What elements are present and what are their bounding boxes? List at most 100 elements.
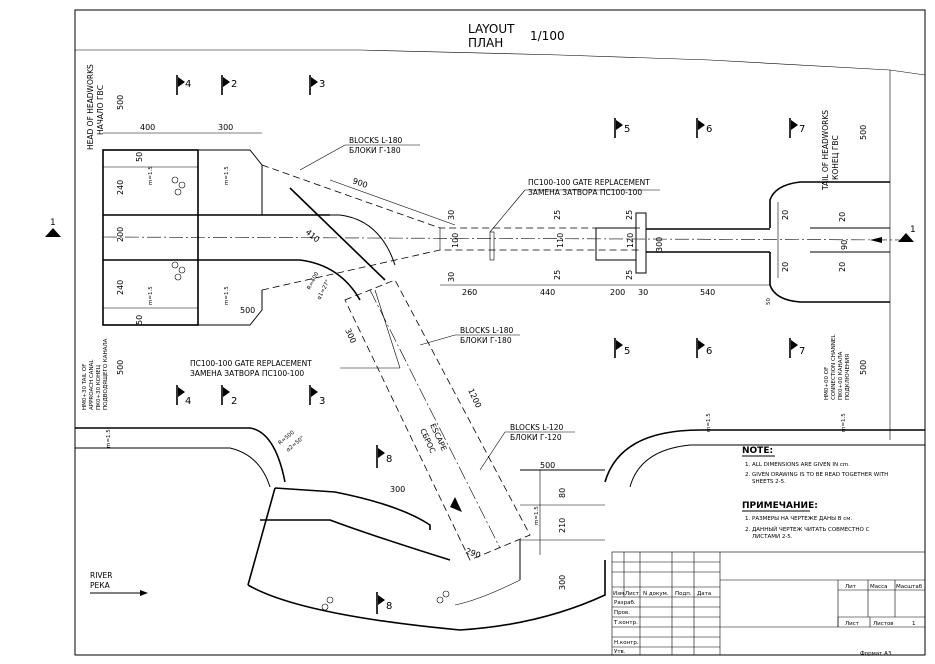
primechanie-title: ПРИМЕЧАНИЕ: bbox=[742, 501, 818, 511]
tb-listov: Листов bbox=[873, 621, 894, 627]
gate-label-ru-top: ЗАМЕНА ЗАТВОРА ПС100-100 bbox=[528, 188, 642, 197]
tb-listov-value: 1 bbox=[912, 621, 916, 627]
marker-7-bottom: 7 bbox=[799, 346, 805, 357]
left-label-ru2: ПОДВОДЯЩЕГО КАНАЛА bbox=[103, 338, 109, 410]
dim-25-d: 25 bbox=[625, 270, 634, 280]
dim-500-right-bottom: 500 bbox=[859, 360, 868, 375]
section-1-right-arrow bbox=[898, 233, 914, 242]
dim-200-chain: 200 bbox=[610, 288, 625, 297]
tail-label-en: TAIL OF HEADWORKS bbox=[821, 110, 830, 191]
gate-frame bbox=[635, 212, 647, 274]
dim-50-chain: 50 bbox=[766, 298, 772, 305]
dim-400: 400 bbox=[140, 123, 155, 132]
riprap-symbols bbox=[171, 176, 450, 611]
right-label-en1: HM0+00 OF bbox=[824, 367, 830, 400]
marker-3-bottom: 3 bbox=[319, 396, 325, 407]
dim-20-d: 20 bbox=[838, 262, 847, 272]
escape-channel-blocks-120 bbox=[344, 279, 531, 561]
gate-label-ru-bottom: ЗАМЕНА ЗАТВОРА ПС100-100 bbox=[190, 369, 304, 378]
slope-label-2: m=1.5 bbox=[224, 166, 230, 185]
title-ru: ПЛАН bbox=[468, 36, 503, 50]
marker-6-top: 6 bbox=[706, 124, 712, 135]
dim-80: 80 bbox=[558, 488, 567, 498]
dim-540: 540 bbox=[700, 288, 715, 297]
tb-izm: Изм. bbox=[613, 591, 626, 597]
marker-2-bottom: 2 bbox=[231, 396, 237, 407]
gate-label-en-top: ПС100-100 GATE REPLACEMENT bbox=[528, 178, 650, 187]
dim-500-left-top: 500 bbox=[116, 95, 125, 110]
section-1-left-arrow bbox=[45, 228, 61, 237]
dim-240-upper: 240 bbox=[116, 180, 125, 195]
dim-500-right-top: 500 bbox=[859, 125, 868, 140]
main-axis-centerline bbox=[102, 236, 901, 241]
slope-label-basin: m=1.5 bbox=[534, 506, 540, 525]
title-block-grid bbox=[611, 551, 926, 656]
dim-300-gate: 300 bbox=[655, 237, 664, 252]
note-1: 1. ALL DIMENSIONS ARE GIVEN IN cm. bbox=[745, 462, 850, 468]
right-label-en2: CONNECTION CHANNEL bbox=[831, 334, 837, 400]
marker-2-top: 2 bbox=[231, 79, 237, 90]
tb-prov: Пров. bbox=[614, 610, 630, 616]
section-1-left-label: 1 bbox=[50, 218, 56, 228]
title-scale: 1/100 bbox=[530, 29, 565, 43]
slope-label-1: m=1.5 bbox=[148, 166, 154, 185]
dim-210: 210 bbox=[558, 518, 567, 533]
dim-30-a: 30 bbox=[447, 210, 456, 220]
dim-1200: 1200 bbox=[466, 387, 483, 409]
head-label-ru: НАЧАЛО ГВС bbox=[96, 85, 105, 135]
lower-wing-wall bbox=[198, 290, 263, 326]
sheet-frame bbox=[74, 9, 926, 656]
note-2b: SHEETS 2-5. bbox=[752, 479, 786, 485]
marker-3-top: 3 bbox=[319, 79, 325, 90]
blocks-120-label-ru: БЛОКИ Г-120 bbox=[510, 433, 562, 442]
tb-podp: Подп. bbox=[675, 591, 692, 597]
tb-list: Лист bbox=[625, 591, 640, 597]
tb-tkontr: Т.контр. bbox=[613, 620, 638, 626]
blocks-120-label-en: BLOCKS L-120 bbox=[510, 423, 564, 432]
dim-50-bottom: 50 bbox=[135, 315, 144, 325]
tb-data: Дата bbox=[697, 591, 711, 597]
lower-curved-wall bbox=[299, 259, 361, 301]
dim-410: 410 bbox=[304, 228, 321, 245]
dim-110: 110 bbox=[556, 233, 565, 248]
river-label-ru: РЕКА bbox=[90, 581, 111, 590]
left-bank-lower bbox=[75, 447, 271, 488]
stilling-basin-upper bbox=[274, 487, 431, 530]
dim-440: 440 bbox=[540, 288, 555, 297]
prim-2b: ЛИСТАМИ 2-5. bbox=[752, 534, 793, 540]
dim-300-escape: 300 bbox=[343, 327, 358, 345]
blocks-180-label-ru-top: БЛОКИ Г-180 bbox=[349, 146, 401, 155]
dim-300-lower: 300 bbox=[390, 485, 405, 494]
marker-6-bottom: 6 bbox=[706, 346, 712, 357]
dim-line-900 bbox=[329, 179, 456, 226]
upper-curved-wall bbox=[262, 214, 396, 266]
marker-4-top: 4 bbox=[185, 79, 191, 90]
angle-27: α1=27° bbox=[316, 279, 331, 301]
marker-8-bottom: 8 bbox=[386, 601, 392, 612]
dim-900: 900 bbox=[351, 176, 368, 189]
left-bank-upper bbox=[75, 427, 286, 483]
right-bank-upper bbox=[604, 429, 925, 483]
tb-utv: Утв. bbox=[614, 649, 626, 655]
dim-20-c: 20 bbox=[781, 262, 790, 272]
prim-1: 1. РАЗМЕРЫ НА ЧЕРТЕЖЕ ДАНЫ В см. bbox=[745, 516, 852, 522]
dim-260: 260 bbox=[462, 288, 477, 297]
stilling-basin-mid bbox=[260, 519, 451, 561]
marker-5-bottom: 5 bbox=[624, 346, 630, 357]
dim-30-b: 30 bbox=[447, 272, 456, 282]
right-upper-structure bbox=[769, 181, 890, 228]
dim-290: 290 bbox=[464, 546, 481, 560]
slope-label-left-bank: m=1.5 bbox=[106, 429, 112, 448]
left-label-ru1: ПК0+30 КОНЕЦ bbox=[96, 364, 102, 410]
right-label-ru2: ПОДКЛЮЧЕНИЯ bbox=[845, 354, 851, 400]
slope-label-3: m=1.5 bbox=[148, 286, 154, 305]
gate-marker-1 bbox=[489, 231, 495, 261]
head-label-en: HEAD OF HEADWORKS bbox=[86, 64, 95, 150]
note-title: NOTE: bbox=[742, 446, 773, 456]
title-en: LAYOUT bbox=[468, 22, 515, 36]
left-label-en1: HM0+30 TAIL OF bbox=[82, 364, 88, 410]
dim-20-a: 20 bbox=[781, 210, 790, 220]
dim-200-left: 200 bbox=[116, 227, 125, 242]
